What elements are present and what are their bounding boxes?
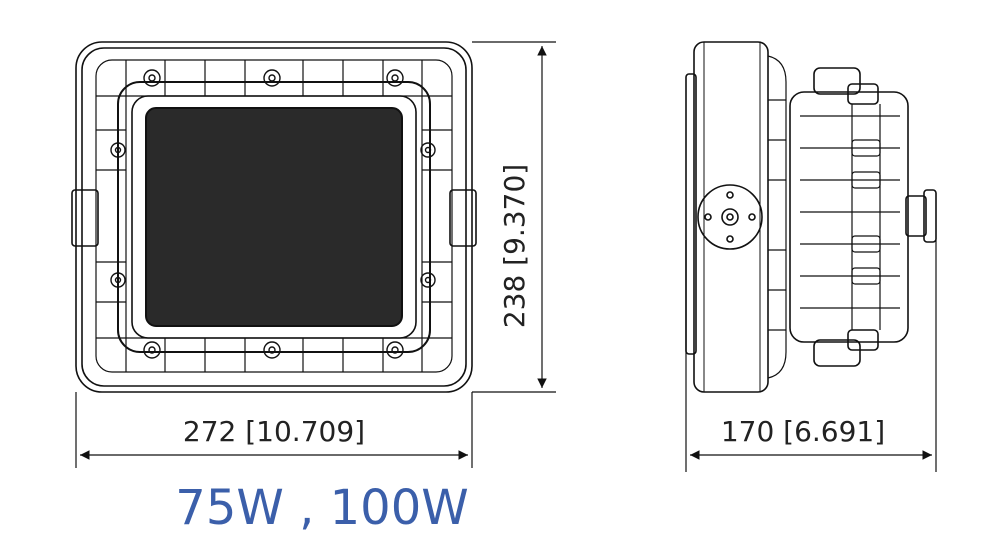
side-housing (693, 41, 769, 393)
mount-plate (697, 184, 763, 250)
screw-bosses (110, 69, 436, 359)
side-view (685, 41, 937, 393)
front-height-label: 238 [9.370] (498, 164, 531, 328)
wattage-caption: 75W , 100W (175, 480, 468, 535)
front-housing-outer (75, 41, 473, 393)
front-view (71, 41, 477, 393)
left-bracket (71, 189, 99, 247)
lens-bezel-inner (131, 95, 417, 339)
lens (145, 107, 403, 327)
cable-gland (905, 195, 927, 237)
front-width-dimension (75, 392, 473, 468)
front-width-label: 272 [10.709] (183, 415, 365, 448)
side-depth-label: 170 [6.691] (721, 415, 885, 448)
driver-box (789, 91, 909, 343)
side-ribs (767, 55, 787, 379)
side-depth-dimension (685, 240, 937, 472)
front-housing-inner (81, 47, 467, 387)
right-bracket (449, 189, 477, 247)
driver-fins (800, 104, 900, 330)
front-height-dimension (472, 41, 556, 393)
